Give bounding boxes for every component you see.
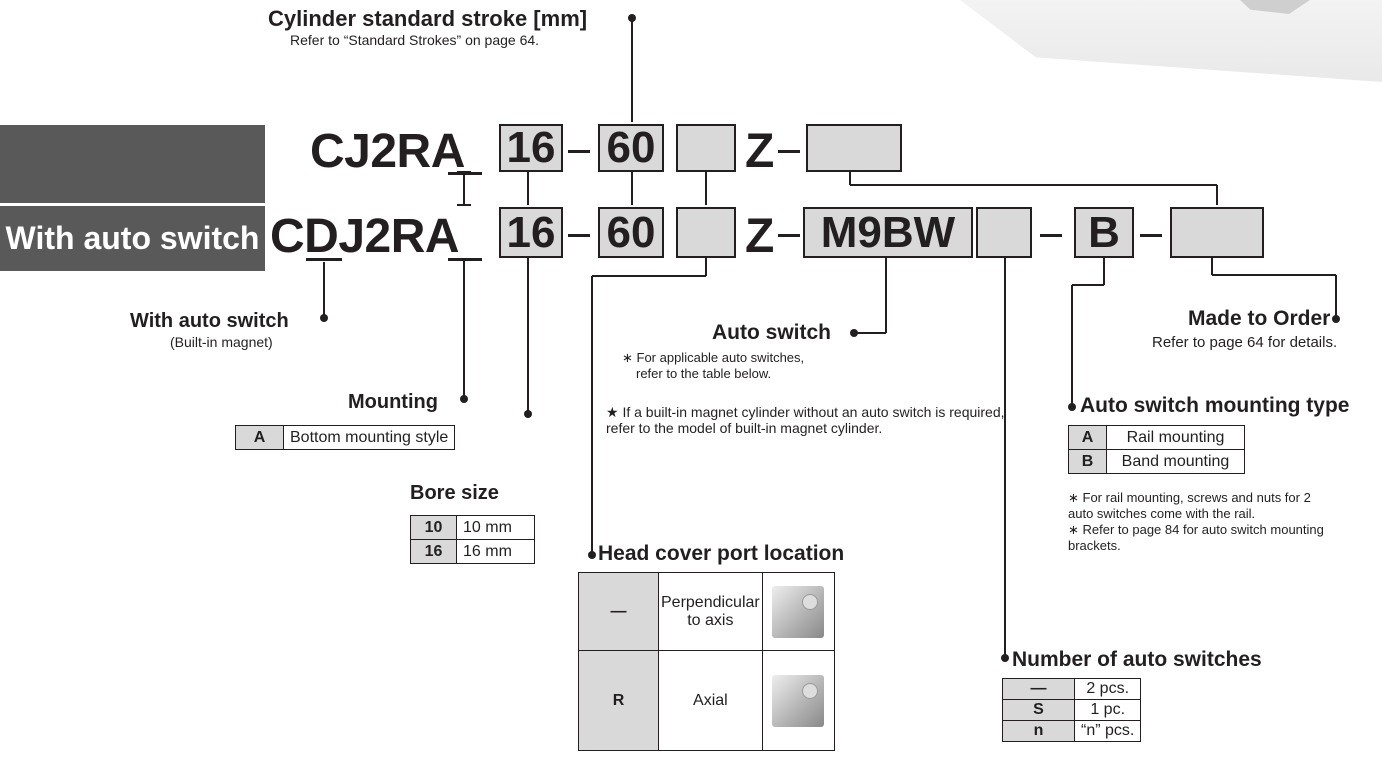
switch-mounting-note2: ∗ Refer to page 84 for auto switch mount… [1068,522,1328,554]
with-auto-switch-title: With auto switch [130,310,289,333]
head-cover-table: — Perpendicular to axis R Axial [578,572,835,751]
switch-mounting-table: A Rail mounting B Band mounting [1068,425,1245,474]
model-code-auto-switch: CDJ2RA [270,213,459,261]
dash [568,150,590,153]
dash [778,234,800,237]
table-row: S 1 pc. [1003,700,1141,721]
bore-box: 16 [499,207,563,258]
mounting-title: Mounting [348,391,438,414]
standard-model-tab [0,125,265,203]
prefix-d: D [304,210,338,263]
table-row: — 2 pcs. [1003,679,1141,700]
switch-mounting-note1: ∗ For rail mounting, screws and nuts for… [1068,490,1328,522]
table-row: B Band mounting [1069,450,1245,474]
prefix-rest: J2RA [338,210,459,263]
auto-switch-note1: ∗ For applicable auto switches, [622,350,804,366]
port-box [676,207,736,258]
head-cover-value: Perpendicular to axis [659,573,763,651]
model-code: CJ2RA [310,128,465,176]
mounting-value: Bottom mounting style [284,426,455,450]
bore-size-title: Bore size [410,482,499,505]
auto-switch-tab: With auto switch [0,203,265,271]
bore-key: 10 [411,516,457,540]
num-key: — [1003,679,1075,700]
switch-box: M9BW [803,207,973,258]
num-switches-title: Number of auto switches [1012,648,1262,672]
made-to-order-box [1170,207,1264,258]
dash [568,234,590,237]
z-code: Z [745,128,774,176]
stroke-box: 60 [598,207,664,258]
port-box [676,124,736,172]
bore-value: 16 mm [457,540,535,564]
head-cover-value: Axial [659,651,763,751]
mounting-table: A Bottom mounting style [235,425,455,450]
stroke-title: Cylinder standard stroke [mm] [268,6,587,32]
mounting-underline [448,172,482,175]
made-to-order-note: Refer to page 64 for details. [1152,334,1337,351]
table-row: 16 16 mm [411,540,535,564]
table-row: n “n” pcs. [1003,721,1141,742]
mount-value: Band mounting [1107,450,1245,474]
made-to-order-title: Made to Order [1188,307,1330,331]
dash [778,150,800,153]
mount-value: Rail mounting [1107,426,1245,450]
bore-key: 16 [411,540,457,564]
num-value: “n” pcs. [1075,721,1141,742]
num-switch-box [976,207,1032,258]
z-code: Z [745,213,774,261]
auto-switch-star-note: ★ If a built-in magnet cylinder without … [606,404,1034,436]
cylinder-image [762,573,834,651]
mount-type-box: B [1074,207,1134,258]
bore-size-table: 10 10 mm 16 16 mm [410,515,535,564]
num-switches-table: — 2 pcs. S 1 pc. n “n” pcs. [1002,678,1141,742]
prefix-c: C [270,210,304,263]
table-row: A Bottom mounting style [236,426,455,450]
table-row: A Rail mounting [1069,426,1245,450]
stroke-note: Refer to “Standard Strokes” on page 64. [290,32,539,48]
bore-box: 16 [499,124,563,172]
auto-switch-note2: refer to the table below. [636,366,771,382]
mount-key: B [1069,450,1107,474]
table-row: — Perpendicular to axis [579,573,835,651]
num-key: n [1003,721,1075,742]
stroke-box: 60 [598,124,664,172]
mount-key: A [1069,426,1107,450]
auto-switch-title: Auto switch [712,321,831,345]
cylinder-image [762,651,834,751]
num-key: S [1003,700,1075,721]
dash [1140,234,1162,237]
cylinder-perpendicular-icon [772,586,824,638]
num-value: 2 pcs. [1075,679,1141,700]
head-cover-key: R [579,651,659,751]
head-cover-key: — [579,573,659,651]
switch-mounting-title: Auto switch mounting type [1080,394,1349,418]
table-row: R Axial [579,651,835,751]
table-row: 10 10 mm [411,516,535,540]
with-auto-switch-sub: (Built-in magnet) [170,334,273,350]
num-value: 1 pc. [1075,700,1141,721]
option-box [806,124,902,172]
d-underline [306,258,342,261]
a-underline [448,258,482,261]
cylinder-axial-icon [772,675,824,727]
head-cover-title: Head cover port location [598,542,844,566]
mounting-key: A [236,426,284,450]
dash [1040,234,1062,237]
bore-value: 10 mm [457,516,535,540]
